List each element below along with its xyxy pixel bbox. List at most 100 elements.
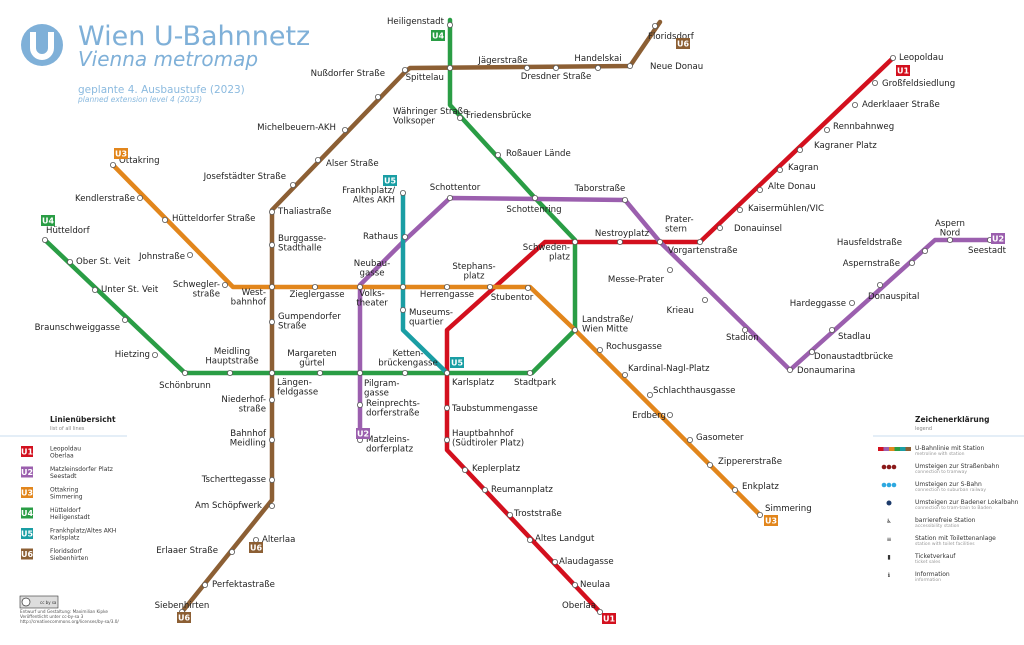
station-marker[interactable]	[667, 411, 674, 418]
station-marker[interactable]	[316, 369, 323, 376]
station-label[interactable]: Reinprechts-dorferstraße	[366, 399, 420, 419]
station-marker[interactable]	[486, 283, 493, 290]
station[interactable]: Jägerstraße	[477, 56, 531, 72]
station-marker[interactable]	[481, 486, 488, 493]
station-marker[interactable]	[922, 247, 929, 254]
station[interactable]: Hütteldorf	[42, 226, 91, 243]
station[interactable]: Messe-Prater	[608, 266, 674, 285]
station-label[interactable]: Neubau-gasse	[354, 259, 390, 279]
station[interactable]: Hauptbahnhof(Südtiroler Platz)	[443, 429, 524, 449]
station-label[interactable]: Kendlerstraße	[75, 194, 135, 204]
station[interactable]: Ketten-brückengasse	[378, 349, 438, 376]
station[interactable]: Unter St. Veit	[92, 285, 159, 295]
station-marker[interactable]	[374, 94, 381, 101]
station[interactable]: Altes Landgut	[527, 534, 595, 544]
station-marker[interactable]	[890, 55, 897, 62]
station-label[interactable]: Erdberg	[632, 411, 666, 421]
station[interactable]: Roßauer Lände	[494, 149, 571, 159]
station-label[interactable]: Längen-feldgasse	[277, 378, 318, 398]
station-marker[interactable]	[268, 241, 275, 248]
station-marker[interactable]	[652, 22, 659, 29]
station-label[interactable]: Simmering	[765, 504, 812, 514]
station[interactable]: Kendlerstraße	[75, 194, 143, 204]
station-marker[interactable]	[697, 238, 704, 245]
station-marker[interactable]	[527, 537, 534, 544]
station-marker[interactable]	[161, 216, 168, 223]
station-label[interactable]: Neulaa	[580, 580, 610, 590]
station-marker[interactable]	[461, 466, 468, 473]
station-label[interactable]: Erlaaer Straße	[156, 546, 218, 556]
station-label[interactable]: Aspernstraße	[843, 259, 900, 269]
station[interactable]: Hausfeldstraße	[837, 238, 929, 254]
station-label[interactable]: Schwegler-straße	[173, 280, 220, 300]
station[interactable]: Ober St. Veit	[67, 257, 131, 267]
station-marker[interactable]	[252, 537, 259, 544]
station-label[interactable]: Messe-Prater	[608, 275, 665, 285]
station-marker[interactable]	[401, 233, 408, 240]
station[interactable]: Floridsdorf	[648, 22, 695, 42]
station-marker[interactable]	[622, 371, 629, 378]
station-label[interactable]: Krieau	[666, 306, 694, 316]
station[interactable]: Neue Donau	[627, 62, 703, 72]
station-marker[interactable]	[181, 369, 188, 376]
station-marker[interactable]	[595, 65, 602, 72]
station-label[interactable]: Donaumarina	[797, 366, 855, 376]
station-marker[interactable]	[667, 266, 674, 273]
station-marker[interactable]	[849, 299, 856, 306]
station-marker[interactable]	[732, 486, 739, 493]
station[interactable]: Donaustadtbrücke	[809, 348, 893, 362]
station-marker[interactable]	[446, 194, 453, 201]
station-marker[interactable]	[525, 284, 532, 291]
station-marker[interactable]	[527, 369, 534, 376]
station[interactable]: Braunschweiggasse	[35, 316, 129, 333]
station-label[interactable]: Braunschweiggasse	[35, 323, 120, 333]
station-label[interactable]: Museums-quartier	[409, 308, 453, 328]
station[interactable]: Landstraße/Wien Mitte	[572, 315, 633, 335]
station-marker[interactable]	[289, 181, 296, 188]
station-label[interactable]: Matzleins-dorferplatz	[366, 435, 414, 455]
station[interactable]: Reinprechts-dorferstraße	[356, 399, 420, 419]
station-label[interactable]: Jägerstraße	[477, 56, 527, 66]
station[interactable]: Alaudagasse	[552, 557, 614, 567]
station-marker[interactable]	[186, 251, 193, 258]
station-marker[interactable]	[122, 316, 129, 323]
station-marker[interactable]	[553, 65, 560, 72]
station-marker[interactable]	[872, 80, 879, 87]
station-label[interactable]: Schottenring	[506, 205, 561, 215]
station[interactable]: Museums-quartier	[399, 306, 453, 328]
station[interactable]: Pilgram-gasse	[356, 369, 400, 399]
station-marker[interactable]	[42, 236, 49, 243]
station-marker[interactable]	[757, 186, 764, 193]
station[interactable]: Burggasse-Stadthalle	[268, 234, 326, 254]
station-marker[interactable]	[787, 366, 794, 373]
station[interactable]: Stubentor	[491, 284, 534, 303]
station-marker[interactable]	[717, 224, 724, 231]
station-marker[interactable]	[399, 283, 406, 290]
station-label[interactable]: Roßauer Lände	[506, 149, 571, 159]
station-label[interactable]: Tscherttegasse	[201, 475, 266, 485]
station-label[interactable]: Enkplatz	[742, 482, 779, 492]
station-marker[interactable]	[356, 401, 363, 408]
station-marker[interactable]	[809, 348, 816, 355]
station[interactable]: Leopoldau	[890, 53, 943, 63]
station-marker[interactable]	[707, 461, 714, 468]
station-label[interactable]: Hardeggasse	[790, 299, 846, 309]
station-label[interactable]: Seestadt	[968, 246, 1007, 256]
station[interactable]: Rennbahnweg	[824, 122, 894, 134]
station[interactable]: Alte Donau	[757, 182, 816, 193]
station-label[interactable]: Pilgram-gasse	[364, 379, 400, 399]
station-label[interactable]: Hausfeldstraße	[837, 238, 902, 248]
station[interactable]: Großfeldsiedlung	[872, 79, 955, 89]
station-label[interactable]: Zippererstraße	[718, 457, 782, 467]
station-label[interactable]: Taborstraße	[574, 184, 626, 194]
station-label[interactable]: Altes Landgut	[535, 534, 595, 544]
station-marker[interactable]	[311, 283, 318, 290]
station-label[interactable]: Ketten-brückengasse	[378, 349, 438, 369]
station-marker[interactable]	[443, 369, 450, 376]
station-marker[interactable]	[572, 238, 579, 245]
station[interactable]: Donauinsel	[717, 224, 782, 234]
